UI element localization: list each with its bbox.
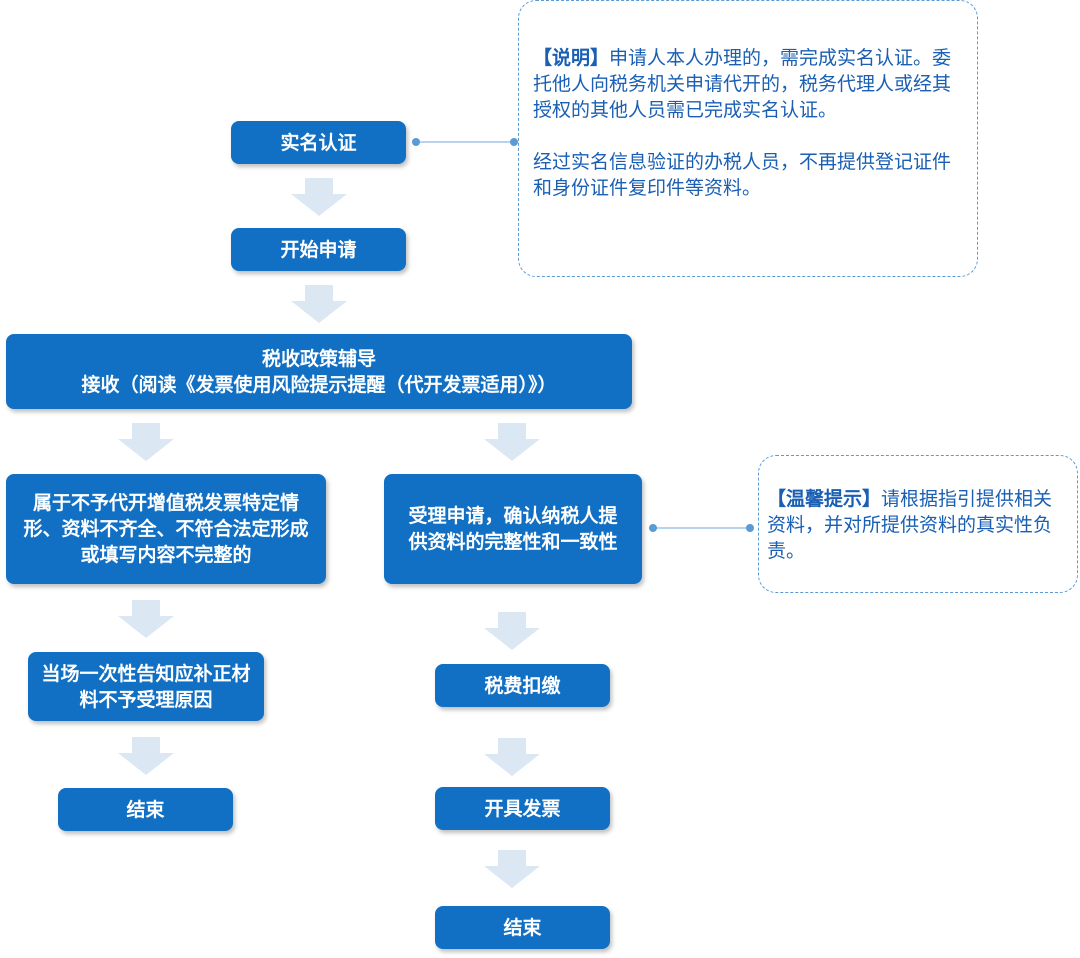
tip-paragraph: 【温馨提示】请根据指引提供相关资料，并对所提供资料的真实性负责。 (767, 486, 1063, 564)
step-tax-deduct-label: 税费扣缴 (484, 674, 561, 697)
step-accept-case: 受理申请，确认纳税人提供资料的完整性和一致性 (384, 474, 642, 584)
explain-tag: 【说明】 (533, 47, 610, 69)
step-reject-case-label: 属于不予代开增值税发票特定情形、资料不齐全、不符合法定形成或填写内容不完整的 (23, 492, 309, 566)
step-real-name: 实名认证 (231, 121, 406, 164)
explain-note: 【说明】申请人本人办理的，需完成实名认证。委托他人向税务机关申请代开的，税务代理… (518, 0, 978, 277)
step-accept-case-label: 受理申请，确认纳税人提供资料的完整性和一致性 (408, 505, 618, 553)
connector-dot (649, 524, 657, 532)
connector-dot (510, 138, 518, 146)
step-tax-deduct: 税费扣缴 (435, 664, 610, 707)
explain-text-2: 经过实名信息验证的办税人员，不再提供登记证件和身份证件复印件等资料。 (533, 151, 952, 199)
tip-note: 【温馨提示】请根据指引提供相关资料，并对所提供资料的真实性负责。 (758, 455, 1078, 593)
step-end-right-label: 结束 (503, 916, 542, 939)
explain-text: 申请人本人办理的，需完成实名认证。委托他人向税务机关申请代开的，税务代理人或经其… (533, 47, 952, 121)
step-reject-case: 属于不予代开增值税发票特定情形、资料不齐全、不符合法定形成或填写内容不完整的 (6, 474, 326, 584)
step-inform-reason: 当场一次性告知应补正材料不予受理原因 (28, 652, 264, 721)
step-policy-guidance: 税收政策辅导 接收（阅读《发票使用风险提示提醒（代开发票适用）》） (6, 334, 632, 409)
step-end-right: 结束 (435, 906, 610, 949)
step-policy-line2: 接收（阅读《发票使用风险提示提醒（代开发票适用）》） (81, 373, 557, 396)
step-issue-invoice: 开具发票 (435, 787, 610, 830)
explain-paragraph-2: 经过实名信息验证的办税人员，不再提供登记证件和身份证件复印件等资料。 (533, 149, 957, 201)
step-end-left: 结束 (58, 788, 233, 831)
step-start-apply-label: 开始申请 (280, 238, 357, 261)
step-real-name-label: 实名认证 (280, 131, 357, 154)
step-policy-line1: 税收政策辅导 (261, 347, 376, 370)
connector-dot (412, 138, 420, 146)
tip-tag: 【温馨提示】 (767, 488, 882, 510)
connector-dot (746, 524, 754, 532)
step-start-apply: 开始申请 (231, 228, 406, 271)
step-end-left-label: 结束 (126, 798, 165, 821)
step-issue-invoice-label: 开具发票 (484, 797, 561, 820)
explain-paragraph-1: 【说明】申请人本人办理的，需完成实名认证。委托他人向税务机关申请代开的，税务代理… (533, 45, 957, 123)
step-inform-reason-label: 当场一次性告知应补正材料不予受理原因 (41, 662, 251, 711)
tip-text: 请根据指引提供相关资料，并对所提供资料的真实性负责。 (767, 488, 1053, 562)
